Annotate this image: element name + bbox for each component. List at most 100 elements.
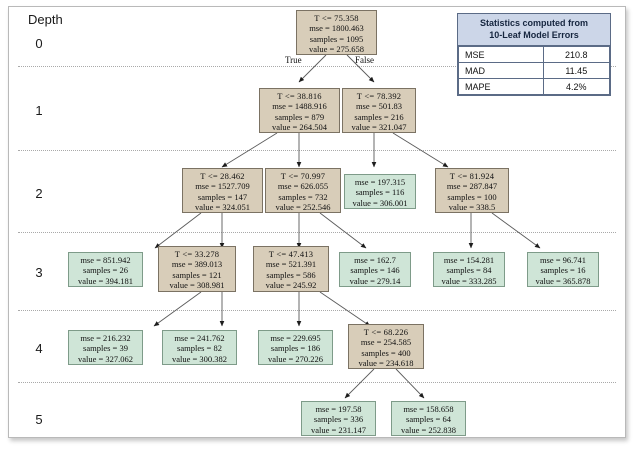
table-row: MSE 210.8 xyxy=(458,46,611,63)
node-condition: T <= 75.358 xyxy=(314,13,359,23)
node-condition: T <= 38.816 xyxy=(277,91,322,101)
node-value: value = 394.181 xyxy=(77,275,134,286)
node-samples: samples = 216 xyxy=(354,111,404,122)
node-mse: mse = 851.942 xyxy=(80,255,131,265)
node-samples: samples = 84 xyxy=(446,265,492,276)
node-mse: mse = 501.83 xyxy=(355,101,403,112)
depth-label-3: 3 xyxy=(35,265,43,280)
node-mse: mse = 216.232 xyxy=(80,333,131,343)
tree-node-n18[interactable]: mse = 158.658 samples = 64 value = 252.8… xyxy=(391,401,466,436)
node-mse: mse = 1800.463 xyxy=(309,23,364,34)
tree-node-n5[interactable]: mse = 197.315 samples = 116 value = 306.… xyxy=(344,174,416,209)
node-mse: mse = 229.695 xyxy=(270,333,321,343)
tree-node-n3[interactable]: T <= 28.462 mse = 1527.709 samples = 147… xyxy=(182,168,263,213)
node-condition: T <= 47.413 xyxy=(268,249,314,259)
node-condition: T <= 78.392 xyxy=(356,91,402,101)
statistics-table-title: Statistics computed from 10-Leaf Model E… xyxy=(458,14,610,46)
node-value: value = 275.658 xyxy=(308,43,365,54)
stat-value-mad: 11.45 xyxy=(542,62,611,79)
node-mse: mse = 1527.709 xyxy=(195,181,250,192)
node-samples: samples = 879 xyxy=(274,111,325,122)
node-samples: samples = 732 xyxy=(278,191,328,202)
node-mse: mse = 162.7 xyxy=(354,255,396,265)
tree-node-n10[interactable]: mse = 162.7 samples = 146 value = 279.14 xyxy=(339,252,411,287)
node-mse: mse = 287.847 xyxy=(446,181,498,192)
node-samples: samples = 400 xyxy=(361,347,411,358)
node-condition: T <= 81.924 xyxy=(449,171,495,181)
node-mse: mse = 521.391 xyxy=(265,259,317,270)
node-value: value = 365.878 xyxy=(535,275,591,286)
node-condition: T <= 68.226 xyxy=(363,327,409,337)
depth-separator-1-2 xyxy=(18,150,616,151)
depth-label-2: 2 xyxy=(35,186,43,201)
node-value: value = 338.5 xyxy=(448,201,496,212)
tree-node-n12[interactable]: mse = 96.741 samples = 16 value = 365.87… xyxy=(527,252,599,287)
node-value: value = 231.147 xyxy=(310,424,367,435)
tree-node-n11[interactable]: mse = 154.281 samples = 84 value = 333.2… xyxy=(433,252,505,287)
node-mse: mse = 154.281 xyxy=(443,255,495,265)
stat-metric-mad: MAD xyxy=(458,62,544,79)
node-value: value = 279.14 xyxy=(349,275,401,286)
node-samples: samples = 39 xyxy=(83,343,128,354)
node-value: value = 270.226 xyxy=(267,353,324,364)
node-value: value = 252.838 xyxy=(400,424,457,435)
tree-node-n9[interactable]: T <= 47.413 mse = 521.391 samples = 586 … xyxy=(253,246,329,292)
node-value: value = 308.981 xyxy=(169,279,225,290)
node-samples: samples = 116 xyxy=(355,187,405,198)
node-mse: mse = 626.055 xyxy=(277,181,329,192)
statistics-title-line1: Statistics computed from xyxy=(479,18,589,28)
stat-value-mse: 210.8 xyxy=(542,46,611,63)
depth-label-0: 0 xyxy=(35,36,43,51)
node-value: value = 264.504 xyxy=(271,121,328,132)
depth-label-4: 4 xyxy=(35,341,43,356)
depth-separator-2-3 xyxy=(18,232,616,233)
node-samples: samples = 147 xyxy=(197,191,248,202)
node-samples: samples = 82 xyxy=(177,343,222,354)
node-mse: mse = 96.741 xyxy=(539,255,587,265)
node-mse: mse = 254.585 xyxy=(360,337,412,348)
tree-node-n6[interactable]: T <= 81.924 mse = 287.847 samples = 100 … xyxy=(435,168,509,213)
node-mse: mse = 1488.916 xyxy=(272,101,327,112)
stat-metric-mape: MAPE xyxy=(458,78,544,95)
tree-node-n16[interactable]: T <= 68.226 mse = 254.585 samples = 400 … xyxy=(348,324,424,369)
tree-node-n13[interactable]: mse = 216.232 samples = 39 value = 327.0… xyxy=(68,330,143,365)
node-samples: samples = 26 xyxy=(83,265,128,276)
node-mse: mse = 158.658 xyxy=(403,404,454,414)
node-samples: samples = 121 xyxy=(172,269,222,280)
tree-node-n14[interactable]: mse = 241.762 samples = 82 value = 300.3… xyxy=(162,330,237,365)
tree-node-n4[interactable]: T <= 70.997 mse = 626.055 samples = 732 … xyxy=(265,168,341,213)
node-samples: samples = 586 xyxy=(266,269,316,280)
node-condition: T <= 70.997 xyxy=(280,171,326,181)
depth-axis-label: Depth xyxy=(28,12,63,27)
table-row: MAD 11.45 xyxy=(458,62,611,79)
tree-node-n17[interactable]: mse = 197.58 samples = 336 value = 231.1… xyxy=(301,401,376,436)
tree-node-n0[interactable]: T <= 75.358 mse = 1800.463 samples = 109… xyxy=(296,10,377,55)
node-condition: T <= 33.278 xyxy=(174,249,220,259)
node-samples: samples = 16 xyxy=(540,265,586,276)
tree-node-n8[interactable]: T <= 33.278 mse = 389.013 samples = 121 … xyxy=(158,246,236,292)
node-value: value = 333.285 xyxy=(441,275,497,286)
edge-label-false: False xyxy=(355,55,374,65)
depth-separator-3-4 xyxy=(18,310,616,311)
node-samples: samples = 100 xyxy=(447,191,497,202)
node-condition: T <= 28.462 xyxy=(200,171,245,181)
node-mse: mse = 389.013 xyxy=(171,259,223,270)
depth-label-1: 1 xyxy=(35,103,43,118)
tree-node-n7[interactable]: mse = 851.942 samples = 26 value = 394.1… xyxy=(68,252,143,287)
statistics-table: Statistics computed from 10-Leaf Model E… xyxy=(457,13,611,96)
edge-label-true: True xyxy=(285,55,302,65)
tree-node-n15[interactable]: mse = 229.695 samples = 186 value = 270.… xyxy=(258,330,333,365)
stat-value-mape: 4.2% xyxy=(542,78,611,95)
node-mse: mse = 197.58 xyxy=(315,404,362,414)
node-samples: samples = 64 xyxy=(406,414,451,425)
node-mse: mse = 197.315 xyxy=(354,177,406,187)
tree-node-n2[interactable]: T <= 78.392 mse = 501.83 samples = 216 v… xyxy=(342,88,416,133)
tree-node-n1[interactable]: T <= 38.816 mse = 1488.916 samples = 879… xyxy=(259,88,340,133)
node-samples: samples = 1095 xyxy=(309,33,364,44)
node-value: value = 306.001 xyxy=(352,197,408,208)
node-value: value = 234.618 xyxy=(358,357,414,368)
depth-label-5: 5 xyxy=(35,412,43,427)
node-value: value = 300.382 xyxy=(171,353,228,364)
stat-metric-mse: MSE xyxy=(458,46,544,63)
